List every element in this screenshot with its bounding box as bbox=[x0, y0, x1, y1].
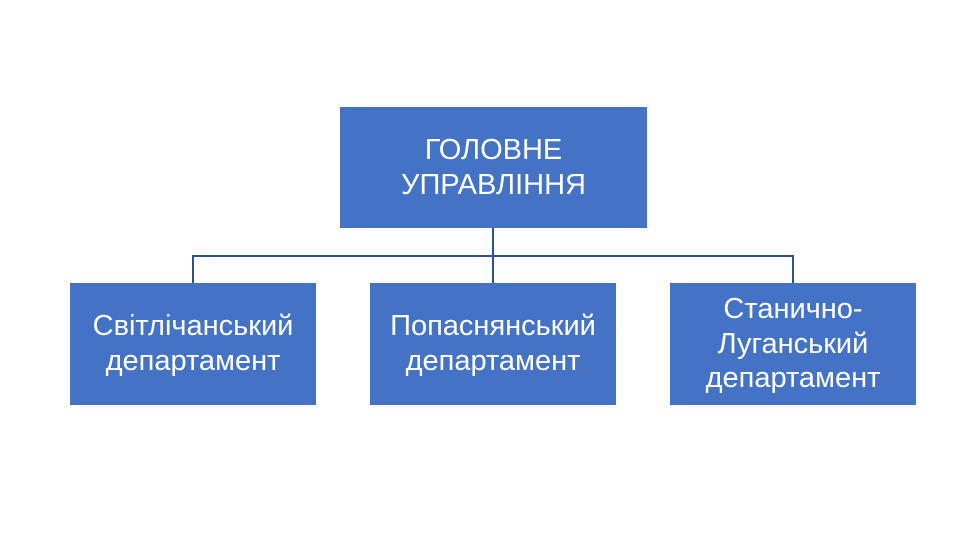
child-node-label: Попаснянський департамент bbox=[390, 310, 596, 377]
child-node-label: Станично-Луганський департамент bbox=[705, 292, 881, 395]
root-node-head-office: ГОЛОВНЕ УПРАВЛІННЯ bbox=[340, 107, 647, 228]
child-node-label: Світлічанський департамент bbox=[92, 310, 294, 377]
child-node-popasnianskyi: Попаснянський департамент bbox=[370, 283, 616, 405]
root-node-label: ГОЛОВНЕ УПРАВЛІННЯ bbox=[401, 133, 586, 201]
child-node-stanychno-luhanskyi: Станично-Луганський департамент bbox=[670, 283, 916, 405]
child-node-svitlichanskyi: Світлічанський департамент bbox=[70, 283, 316, 405]
